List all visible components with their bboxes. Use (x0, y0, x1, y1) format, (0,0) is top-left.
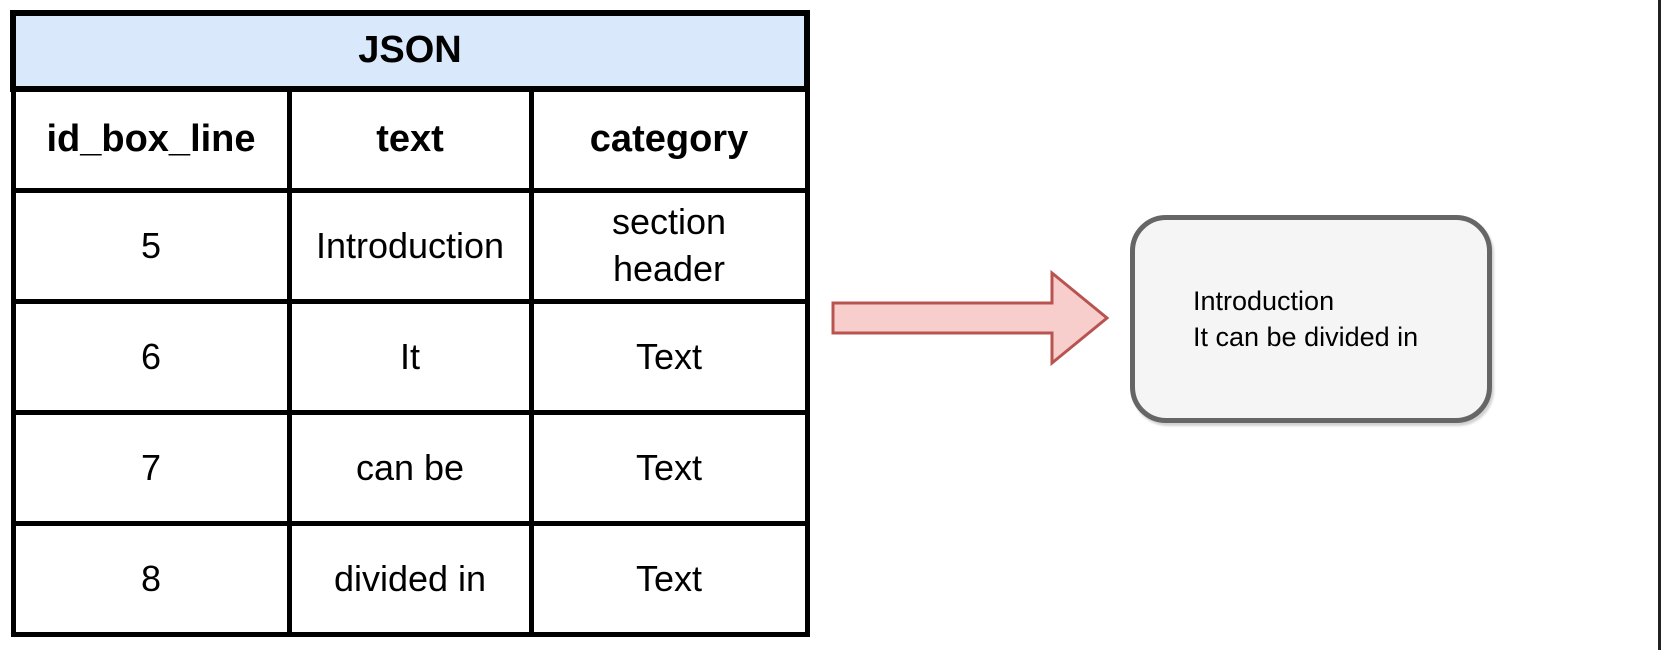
output-box-text: Introduction It can be divided in (1193, 286, 1419, 352)
transform-arrow (825, 262, 1115, 374)
cell-id-box-line: 5 (10, 188, 292, 304)
cell-id-box-line: 6 (10, 299, 292, 415)
table-row: 6 It Text (10, 299, 810, 415)
table-row: 8 divided in Text (10, 521, 810, 637)
cell-text: It (286, 299, 534, 415)
column-header-text: text (286, 86, 534, 193)
table-row: 5 Introduction section header (10, 188, 810, 304)
column-header-id-box-line: id_box_line (10, 86, 292, 193)
json-data-table: JSON id_box_line text category 5 Introdu… (10, 10, 810, 637)
column-header-category: category (528, 86, 810, 193)
output-text-box: Introduction It can be divided in (1130, 215, 1492, 423)
cell-text: Introduction (286, 188, 534, 304)
cell-category: Text (528, 410, 810, 526)
json-table: JSON id_box_line text category 5 Introdu… (10, 10, 810, 637)
cell-text: divided in (286, 521, 534, 637)
cell-category: Text (528, 299, 810, 415)
table-row: 7 can be Text (10, 410, 810, 526)
cell-text: can be (286, 410, 534, 526)
cell-category: section header (528, 188, 810, 304)
arrow-right-icon (831, 269, 1110, 367)
table-title-row: JSON (10, 10, 810, 92)
cell-id-box-line: 7 (10, 410, 292, 526)
cell-category: Text (528, 521, 810, 637)
table-header-row: id_box_line text category (10, 86, 810, 193)
screen-right-edge (1658, 0, 1661, 650)
table-title: JSON (10, 10, 810, 92)
cell-id-box-line: 8 (10, 521, 292, 637)
